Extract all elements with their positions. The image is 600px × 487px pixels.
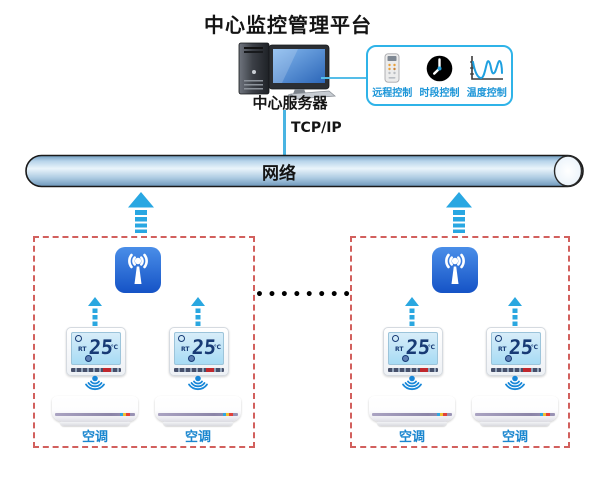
server-to-panel-connector: [321, 77, 366, 79]
thermostat: RT 25 ℃: [66, 327, 126, 376]
continuation-dots: ••••••••••: [255, 287, 380, 303]
ac-indicator-leds: [540, 413, 550, 416]
server-label: 中心服务器: [252, 94, 328, 112]
ac-indicator-leds: [437, 413, 447, 416]
thermostat-unit: ℃: [110, 344, 118, 351]
thermostat-power-key: [103, 368, 111, 372]
thermostat-buttons: [388, 368, 438, 372]
ac-stripe: [372, 413, 452, 416]
wireless-gateway-icon: [115, 247, 161, 293]
control-item-label: 远程控制: [372, 88, 413, 99]
air-conditioner: [52, 396, 138, 426]
ac-label: 空调: [501, 430, 528, 445]
zone-box-1: RT 25 ℃ RT 25 ℃: [33, 236, 255, 448]
thermostat-clock-icon: [75, 335, 82, 342]
control-item-label: 温度控制: [466, 88, 507, 99]
thermostat-buttons: [491, 368, 541, 372]
thermostat-mode-icon: [188, 355, 195, 362]
thermostat-rt-label: RT: [78, 346, 87, 353]
thermostat-buttons: [174, 368, 224, 372]
wireless-gateway-icon: [432, 247, 478, 293]
ac-label: 空调: [398, 430, 425, 445]
thermostat-unit: ℃: [530, 344, 538, 351]
control-item-remote: 远程控制: [369, 52, 415, 99]
thermostat-power-key: [206, 368, 214, 372]
control-features-panel: 远程控制 时段控制: [366, 45, 513, 106]
ac-stripe: [158, 413, 238, 416]
thermostat-uplink-arrow: [88, 297, 102, 326]
zone-box-2: RT 25 ℃ RT 25 ℃: [350, 236, 570, 448]
air-conditioner: [472, 396, 558, 426]
ac-air-vent: [60, 422, 130, 426]
thermostat-mode-icon: [85, 355, 92, 362]
network-pipe: [25, 154, 584, 188]
network-label: 网络: [262, 164, 296, 184]
thermostat-uplink-arrow: [405, 297, 419, 326]
temperature-curve-icon: [469, 52, 505, 84]
clock-icon: [426, 52, 453, 84]
control-item-label: 时段控制: [419, 88, 460, 99]
wireless-signal-icon: [505, 375, 525, 391]
diagram-title: 中心监控管理平台: [204, 13, 372, 37]
thermostat-mode-icon: [402, 355, 409, 362]
control-item-schedule: 时段控制: [417, 52, 463, 99]
thermostat-mode-icon: [505, 355, 512, 362]
thermostat-buttons: [71, 368, 121, 372]
thermostat-uplink-arrow: [508, 297, 522, 326]
thermostat-uplink-arrow: [191, 297, 205, 326]
thermostat-unit: ℃: [213, 344, 221, 351]
wireless-signal-icon: [402, 375, 422, 391]
control-item-temperature: 温度控制: [464, 52, 510, 99]
thermostat-clock-icon: [178, 335, 185, 342]
thermostat: RT 25 ℃: [383, 327, 443, 376]
ac-stripe: [475, 413, 555, 416]
ac-label: 空调: [81, 430, 108, 445]
thermostat-screen: RT 25 ℃: [388, 332, 438, 365]
tcp-ip-label: TCP/IP: [291, 120, 342, 136]
wireless-signal-icon: [188, 375, 208, 391]
thermostat-rt-label: RT: [395, 346, 404, 353]
thermostat-rt-label: RT: [498, 346, 507, 353]
server-to-network-line: [283, 110, 286, 156]
thermostat-power-key: [523, 368, 531, 372]
ac-air-vent: [163, 422, 233, 426]
ac-label: 空调: [184, 430, 211, 445]
ac-indicator-leds: [120, 413, 130, 416]
thermostat-clock-icon: [495, 335, 502, 342]
thermostat: RT 25 ℃: [486, 327, 546, 376]
wireless-signal-icon: [85, 375, 105, 391]
remote-control-icon: [384, 52, 400, 84]
thermostat-clock-icon: [392, 335, 399, 342]
server-computer-icon: [238, 42, 336, 100]
ac-air-vent: [480, 422, 550, 426]
thermostat-screen: RT 25 ℃: [174, 332, 224, 365]
ac-indicator-leds: [223, 413, 233, 416]
thermostat-power-key: [420, 368, 428, 372]
thermostat-unit: ℃: [427, 344, 435, 351]
up-arrow-icon: [446, 192, 472, 233]
up-arrow-icon: [128, 192, 154, 233]
air-conditioner: [369, 396, 455, 426]
air-conditioner: [155, 396, 241, 426]
thermostat-rt-label: RT: [181, 346, 190, 353]
thermostat: RT 25 ℃: [169, 327, 229, 376]
thermostat-screen: RT 25 ℃: [71, 332, 121, 365]
thermostat-screen: RT 25 ℃: [491, 332, 541, 365]
ac-air-vent: [377, 422, 447, 426]
ac-stripe: [55, 413, 135, 416]
